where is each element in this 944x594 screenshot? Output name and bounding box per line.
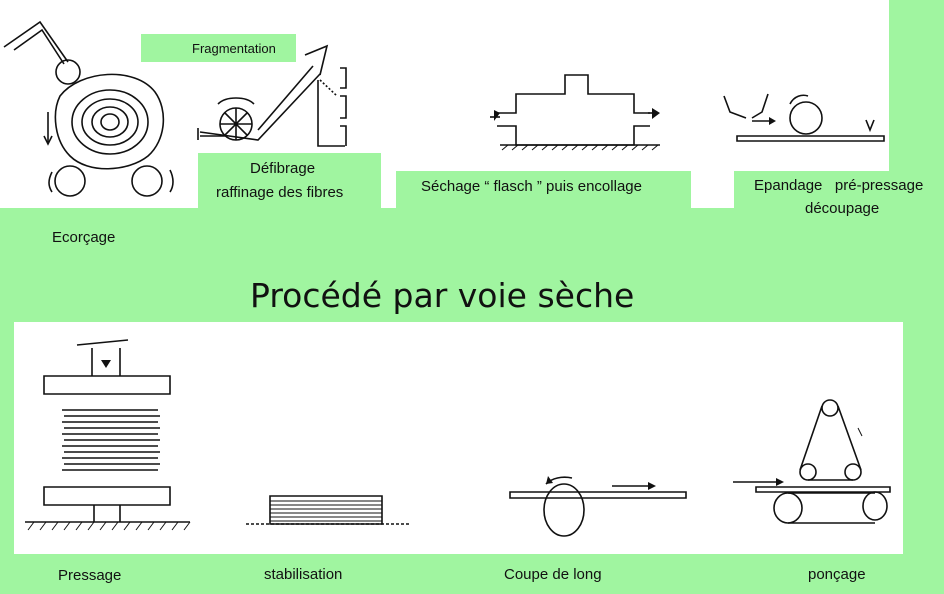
coupe-label: Coupe de long — [504, 566, 602, 583]
fragmentation-box — [141, 34, 296, 62]
sanding-illustration — [733, 400, 890, 523]
pressing-illustration — [25, 340, 190, 530]
debarking-illustration — [4, 22, 173, 196]
stabilisation-label: stabilisation — [264, 566, 343, 583]
defibrage-box — [198, 153, 381, 209]
fragmentation-label: Fragmentation — [192, 41, 276, 56]
raffinage-label: raffinage des fibres — [216, 184, 344, 201]
defibrage-illustration — [198, 46, 346, 146]
cutting-illustration — [510, 477, 686, 536]
pressage-label: Pressage — [58, 567, 122, 584]
drying-illustration — [490, 75, 660, 150]
poncage-label: ponçage — [808, 566, 866, 583]
epandage-box — [734, 171, 944, 209]
epandage-label: Epandage pré-pressage — [754, 177, 924, 194]
spreading-illustration — [724, 94, 884, 141]
page-title: Procédé par voie sèche — [250, 276, 635, 315]
decoupage-label: découpage — [805, 200, 880, 217]
sechage-label: Séchage “ flasch ” puis encollage — [421, 178, 642, 195]
defibrage-label: Défibrage — [250, 160, 316, 177]
bottom-panel — [14, 322, 903, 554]
stabilisation-illustration — [246, 496, 410, 524]
sechage-box — [396, 171, 691, 209]
ecorcage-label: Ecorçage — [52, 229, 116, 246]
